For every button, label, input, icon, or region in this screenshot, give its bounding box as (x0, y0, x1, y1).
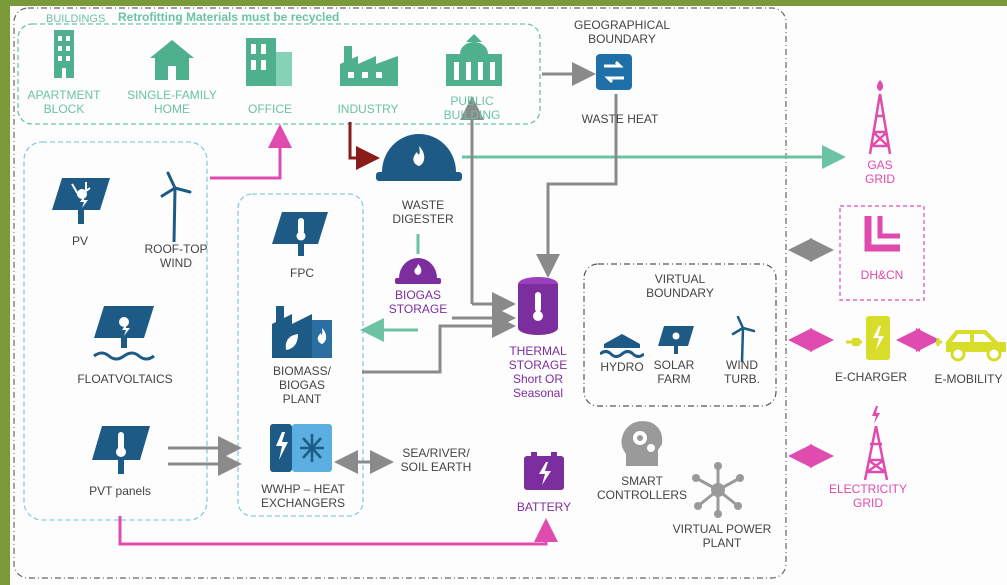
pvt-panel-icon (90, 426, 152, 485)
virtual-power-plant-label: VIRTUAL POWER PLANT (672, 522, 772, 550)
e-charger-label: E-CHARGER (834, 370, 907, 384)
public-building-label: PUBLIC BUILDING (443, 94, 501, 122)
rooftop-wind-label: ROOF-TOP WIND (144, 242, 208, 270)
battery-icon (524, 452, 564, 497)
energy-system-diagram: BUILDINGS Retrofitting Materials must be… (10, 6, 1007, 585)
electric-car-icon (934, 322, 1007, 367)
thermal-storage-icon (516, 276, 560, 341)
biogas-storage-label: BIOGAS STORAGE (388, 288, 448, 316)
geographical-boundary-label: GEOGRAPHICAL BOUNDARY (573, 18, 671, 46)
solar-farm-label: SOLAR FARM (653, 358, 695, 386)
electricity-grid-tower-icon (860, 406, 892, 487)
dhcn-label: DH&CN (860, 268, 904, 282)
waste-digester-label: WASTE DIGESTER (392, 198, 454, 226)
apartment-icon (52, 30, 76, 83)
fpc-icon (272, 212, 330, 267)
pv-label: PV (71, 234, 88, 248)
sea-river-label: SEA/RIVER/ SOIL EARTH (400, 446, 472, 474)
electricity-grid-label: ELECTRICITY GRID (828, 482, 907, 510)
wwhp-label: WWHP – HEAT EXCHANGERS (260, 482, 346, 510)
gas-grid-tower-icon (866, 80, 894, 161)
factory-icon (340, 46, 400, 91)
rooftop-wind-icon (158, 170, 192, 247)
smart-controller-head-icon (620, 420, 664, 473)
waste-heat-label: WASTE HEAT (581, 112, 659, 126)
virtual-boundary-label: VIRTUAL BOUNDARY (646, 272, 714, 300)
single-family-label: SINGLE-FAMILY HOME (127, 88, 217, 116)
heat-exchanger-icon (596, 54, 632, 95)
retrofit-note: Retrofitting Materials must be recycled (118, 10, 340, 24)
pv-panel-icon (52, 178, 112, 235)
solar-farm-icon (656, 326, 696, 361)
thermal-storage-label: THERMAL STORAGE Short OR Seasonal (508, 344, 568, 400)
office-label: OFFICE (248, 102, 292, 116)
floatvoltaics-icon (92, 306, 156, 371)
apartment-label: APARTMENT BLOCK (27, 88, 101, 116)
pvt-label: PVT panels (89, 484, 151, 498)
smart-controllers-label: SMART CONTROLLERS (596, 474, 688, 502)
wind-turbine-label: WIND TURB. (724, 358, 760, 386)
public-building-icon (444, 34, 504, 91)
dhcn-pipe-icon (860, 216, 904, 261)
office-icon (246, 38, 294, 91)
wwhp-heat-pump-icon (270, 424, 332, 481)
floatvoltaics-label: FLOATVOLTAICS (77, 372, 173, 386)
buildings-heading: BUILDINGS (46, 13, 106, 25)
network-hub-icon (690, 462, 746, 523)
battery-label: BATTERY (516, 500, 572, 514)
biomass-plant-icon (272, 306, 332, 363)
geographical-boundary-frame (13, 7, 787, 579)
biomass-label: BIOMASS/ BIOGAS PLANT (272, 364, 331, 406)
e-mobility-label: E-MOBILITY (934, 372, 1003, 386)
house-icon (150, 40, 194, 85)
gas-grid-label: GAS GRID (865, 158, 895, 186)
hydro-label: HYDRO (600, 360, 644, 374)
diagram-connectors (13, 7, 940, 579)
fpc-label: FPC (290, 266, 314, 280)
industry-label: INDUSTRY (337, 102, 399, 116)
wind-turbine-icon (730, 315, 756, 367)
waste-digester-icon (374, 124, 464, 189)
biogas-storage-icon (395, 254, 441, 291)
e-charger-icon (846, 316, 900, 367)
hydro-icon (599, 330, 645, 363)
